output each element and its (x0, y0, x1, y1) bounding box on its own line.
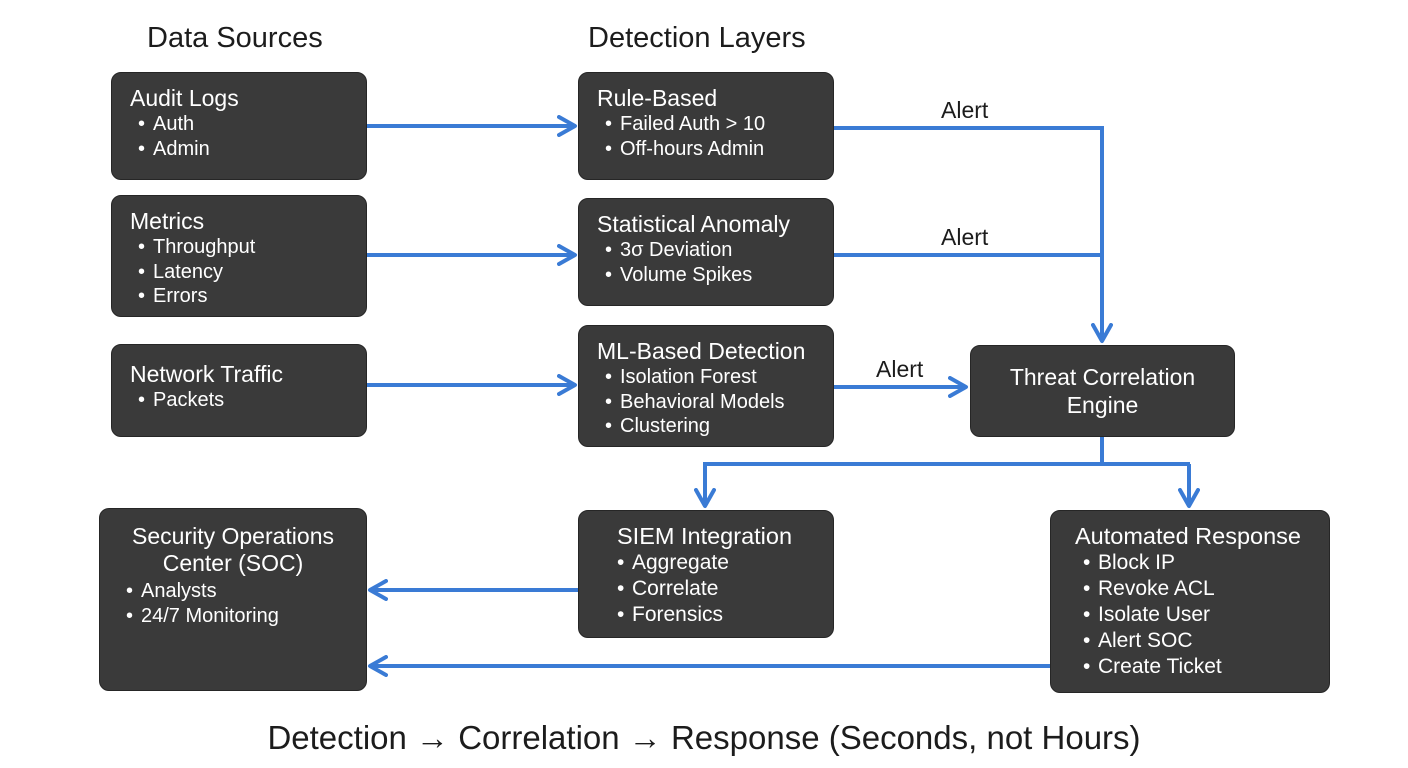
siem-integration-list: Aggregate Correlate Forensics (609, 550, 815, 628)
statistical-alert-label: Alert (941, 224, 989, 250)
ml-alert-label: Alert (876, 356, 924, 382)
list-item: 3σ Deviation (605, 238, 815, 263)
list-item: Block IP (1083, 550, 1311, 576)
list-item: Latency (138, 260, 348, 285)
statistical-anomaly-list: 3σ Deviation Volume Spikes (597, 238, 815, 287)
network-traffic-title: Network Traffic (130, 361, 283, 387)
automated-response-node[interactable]: Automated Response Block IP Revoke ACL I… (1050, 510, 1330, 693)
list-item: Packets (138, 388, 348, 413)
list-item: Failed Auth > 10 (605, 112, 815, 137)
rule-based-list: Failed Auth > 10 Off-hours Admin (597, 112, 815, 161)
detection-layers-header: Detection Layers (588, 22, 806, 54)
list-item: Aggregate (617, 550, 815, 576)
threat-correlation-engine-title: Threat Correlation Engine (1009, 364, 1196, 418)
footer-caption: Detection → Correlation → Response (Seco… (267, 719, 1141, 756)
metrics-node[interactable]: Metrics Throughput Latency Errors (111, 195, 367, 317)
list-item: Isolation Forest (605, 365, 815, 390)
list-item: Revoke ACL (1083, 576, 1311, 602)
list-item: Behavioral Models (605, 390, 815, 415)
list-item: Volume Spikes (605, 263, 815, 288)
network-traffic-list: Packets (130, 388, 348, 413)
siem-integration-title: SIEM Integration (617, 523, 793, 549)
list-item: Create Ticket (1083, 654, 1311, 680)
audit-logs-list: Auth Admin (130, 112, 348, 161)
list-item: Isolate User (1083, 602, 1311, 628)
rule-based-title: Rule-Based (597, 85, 718, 111)
list-item: Admin (138, 137, 348, 162)
audit-logs-node[interactable]: Audit Logs Auth Admin (111, 72, 367, 180)
metrics-list: Throughput Latency Errors (130, 235, 348, 309)
arrow-rule-to-engine (834, 126, 1113, 343)
rule-alert-label: Alert (941, 97, 989, 123)
automated-response-title: Automated Response (1075, 523, 1302, 549)
list-item: Throughput (138, 235, 348, 260)
statistical-anomaly-node[interactable]: Statistical Anomaly 3σ Deviation Volume … (578, 198, 834, 306)
statistical-anomaly-title: Statistical Anomaly (597, 211, 791, 237)
automated-response-list: Block IP Revoke ACL Isolate User Alert S… (1075, 550, 1311, 680)
list-item: Correlate (617, 576, 815, 602)
threat-correlation-engine-node[interactable]: Threat Correlation Engine (970, 345, 1235, 437)
ml-based-detection-list: Isolation Forest Behavioral Models Clust… (597, 365, 815, 439)
ml-based-detection-title: ML-Based Detection (597, 338, 806, 364)
ml-based-detection-node[interactable]: ML-Based Detection Isolation Forest Beha… (578, 325, 834, 447)
list-item: Analysts (126, 579, 348, 604)
arrow-engine-to-siem (694, 462, 1190, 508)
metrics-title: Metrics (130, 208, 205, 234)
list-item: Forensics (617, 602, 815, 628)
list-item: Auth (138, 112, 348, 137)
list-item: Alert SOC (1083, 628, 1311, 654)
soc-title: Security Operations Center (SOC) (132, 523, 334, 576)
soc-node[interactable]: Security Operations Center (SOC) Analyst… (99, 508, 367, 691)
list-item: Clustering (605, 414, 815, 439)
data-sources-header: Data Sources (147, 22, 323, 54)
soc-list: Analysts 24/7 Monitoring (118, 579, 348, 628)
list-item: 24/7 Monitoring (126, 604, 348, 629)
siem-integration-node[interactable]: SIEM Integration Aggregate Correlate For… (578, 510, 834, 638)
audit-logs-title: Audit Logs (130, 85, 239, 111)
rule-based-node[interactable]: Rule-Based Failed Auth > 10 Off-hours Ad… (578, 72, 834, 180)
list-item: Off-hours Admin (605, 137, 815, 162)
network-traffic-node[interactable]: Network Traffic Packets (111, 344, 367, 437)
list-item: Errors (138, 284, 348, 309)
